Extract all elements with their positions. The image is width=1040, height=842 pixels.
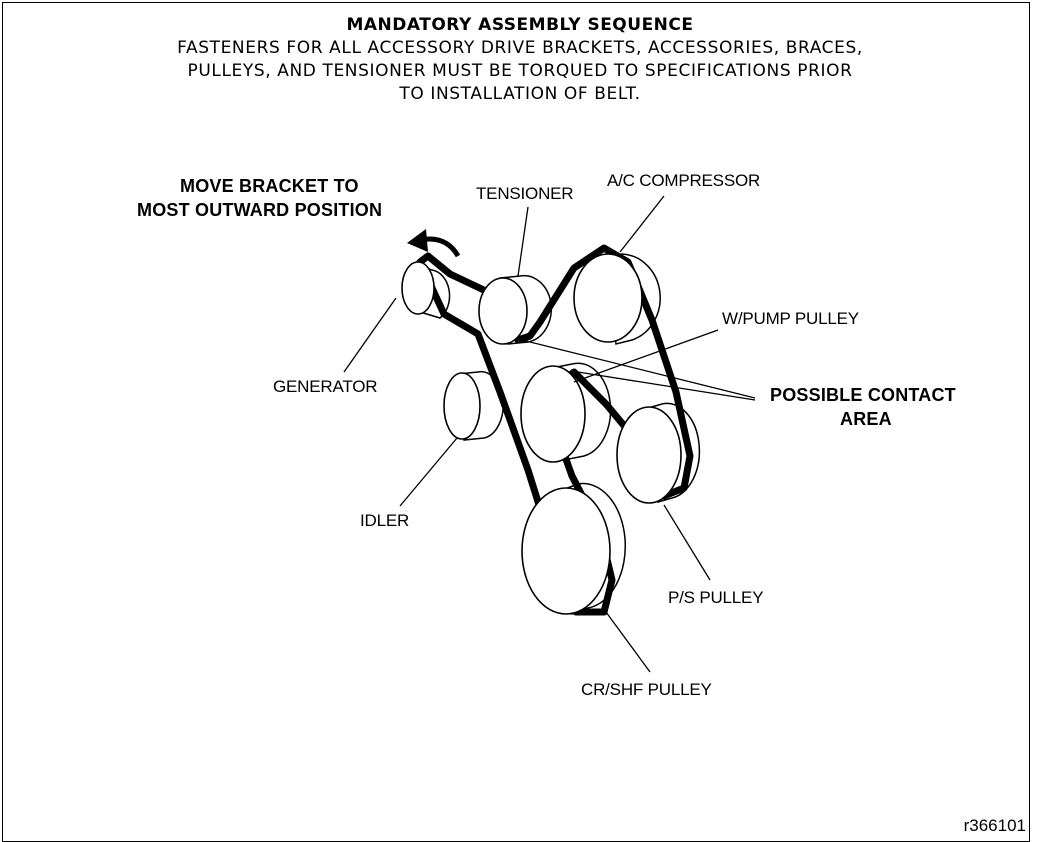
contact-area-label: POSSIBLE CONTACT (770, 385, 956, 405)
ac-compressor-leader (619, 195, 665, 253)
generator-label: GENERATOR (273, 377, 378, 396)
instruction-line: MOVE BRACKET TO (180, 176, 359, 196)
header-note-line: TO INSTALLATION OF BELT. (399, 84, 641, 104)
generator-leader (343, 297, 397, 373)
ps-leader (663, 504, 711, 581)
wpump-pulley-label: W/PUMP PULLEY (722, 309, 859, 328)
contact-leader-1 (521, 339, 756, 399)
generator-pulley (401, 261, 435, 315)
figure-id: r366101 (963, 816, 1026, 835)
ps-pulley-label: P/S PULLEY (668, 588, 764, 607)
header-note-line: FASTENERS FOR ALL ACCESSORY DRIVE BRACKE… (177, 38, 863, 58)
tensioner-leader (517, 206, 529, 277)
contact-area-label: AREA (840, 409, 892, 429)
header-title: MANDATORY ASSEMBLY SEQUENCE (346, 15, 694, 35)
ac-compressor-label: A/C COMPRESSOR (607, 171, 761, 190)
tensioner-label: TENSIONER (476, 184, 574, 203)
idler-label: IDLER (360, 511, 410, 530)
instruction-line: MOST OUTWARD POSITION (137, 200, 383, 220)
figure-header: MANDATORY ASSEMBLY SEQUENCE FASTENERS FO… (0, 14, 1040, 106)
tensioner-pulley (478, 277, 528, 345)
arrow-head-icon (407, 229, 428, 252)
ac-compressor-pulley (573, 253, 643, 343)
wpump-leader (573, 329, 719, 383)
crshf-pulley (521, 487, 611, 615)
contact-leader-2 (577, 371, 756, 401)
idler-pulley (443, 372, 481, 440)
wpump-pulley (520, 365, 586, 463)
crshf-leader (605, 611, 651, 673)
crshf-pulley-label: CR/SHF PULLEY (581, 680, 712, 699)
header-note-line: PULLEYS, AND TENSIONER MUST BE TORQUED T… (187, 61, 853, 81)
ps-pulley (616, 406, 682, 504)
idler-leader (399, 437, 458, 507)
